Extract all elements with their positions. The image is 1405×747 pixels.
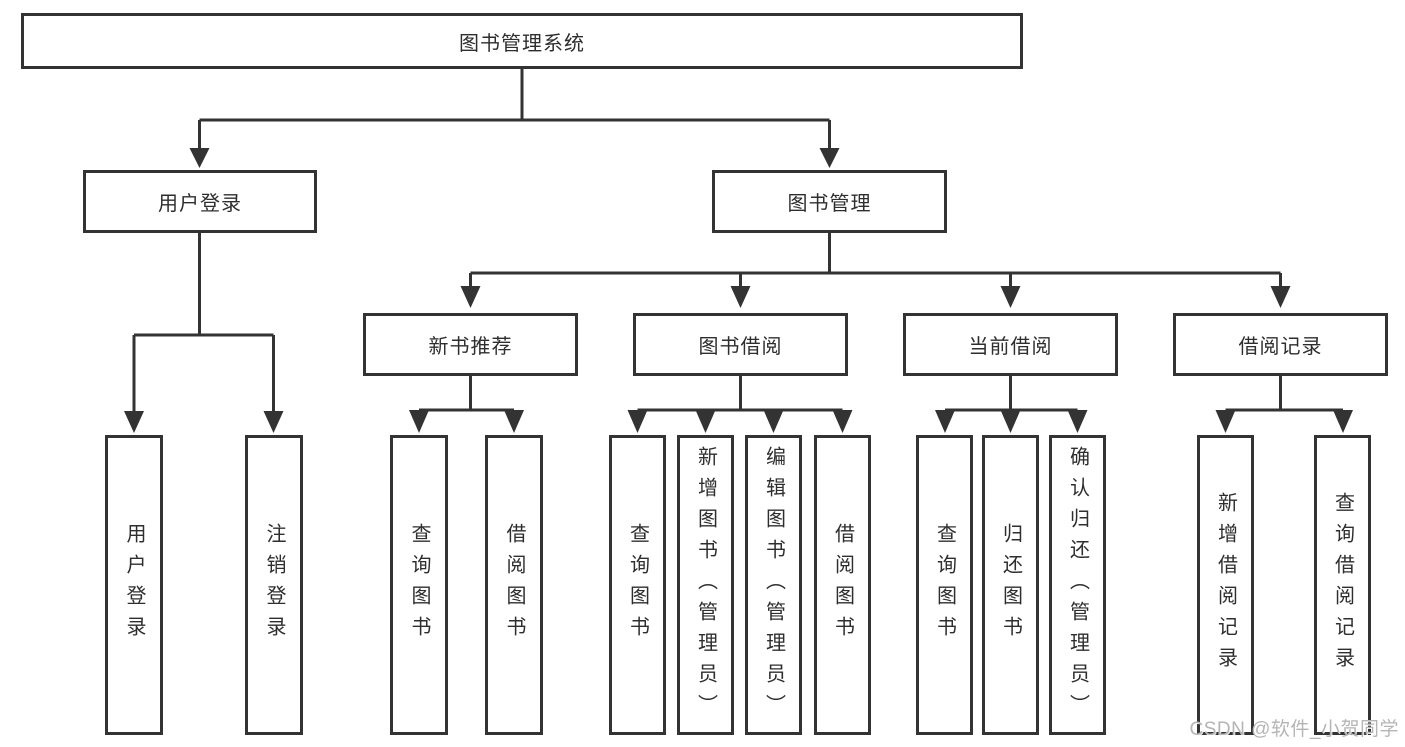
leaf-query-books-borrow: 查询图书 xyxy=(609,435,666,735)
node-current-borrow: 当前借阅 xyxy=(903,313,1118,376)
leaf-confirm-return-admin: 确认归还（管理员） xyxy=(1049,435,1106,735)
leaf-logout: 注销登录 xyxy=(245,435,303,735)
node-root: 图书管理系统 xyxy=(21,13,1023,69)
leaf-add-borrow-record: 新增借阅记录 xyxy=(1197,435,1254,735)
leaf-query-books-recommend: 查询图书 xyxy=(390,435,448,735)
node-borrow-records: 借阅记录 xyxy=(1173,313,1388,376)
leaf-user-login: 用户登录 xyxy=(105,435,163,735)
leaf-return-books: 归还图书 xyxy=(982,435,1039,735)
node-new-book-recommend: 新书推荐 xyxy=(363,313,578,376)
leaf-query-borrow-record: 查询借阅记录 xyxy=(1314,435,1371,735)
leaf-query-books-current: 查询图书 xyxy=(916,435,973,735)
leaf-add-books-admin: 新增图书（管理员） xyxy=(677,435,734,735)
csdn-watermark: CSDN @软件_小贺同学 xyxy=(1189,719,1399,740)
node-user-login: 用户登录 xyxy=(83,170,317,233)
node-book-borrow: 图书借阅 xyxy=(633,313,848,376)
node-book-management: 图书管理 xyxy=(712,170,947,233)
leaf-borrow-books-recommend: 借阅图书 xyxy=(485,435,543,735)
leaf-borrow-books: 借阅图书 xyxy=(814,435,871,735)
leaf-edit-books-admin: 编辑图书（管理员） xyxy=(745,435,802,735)
